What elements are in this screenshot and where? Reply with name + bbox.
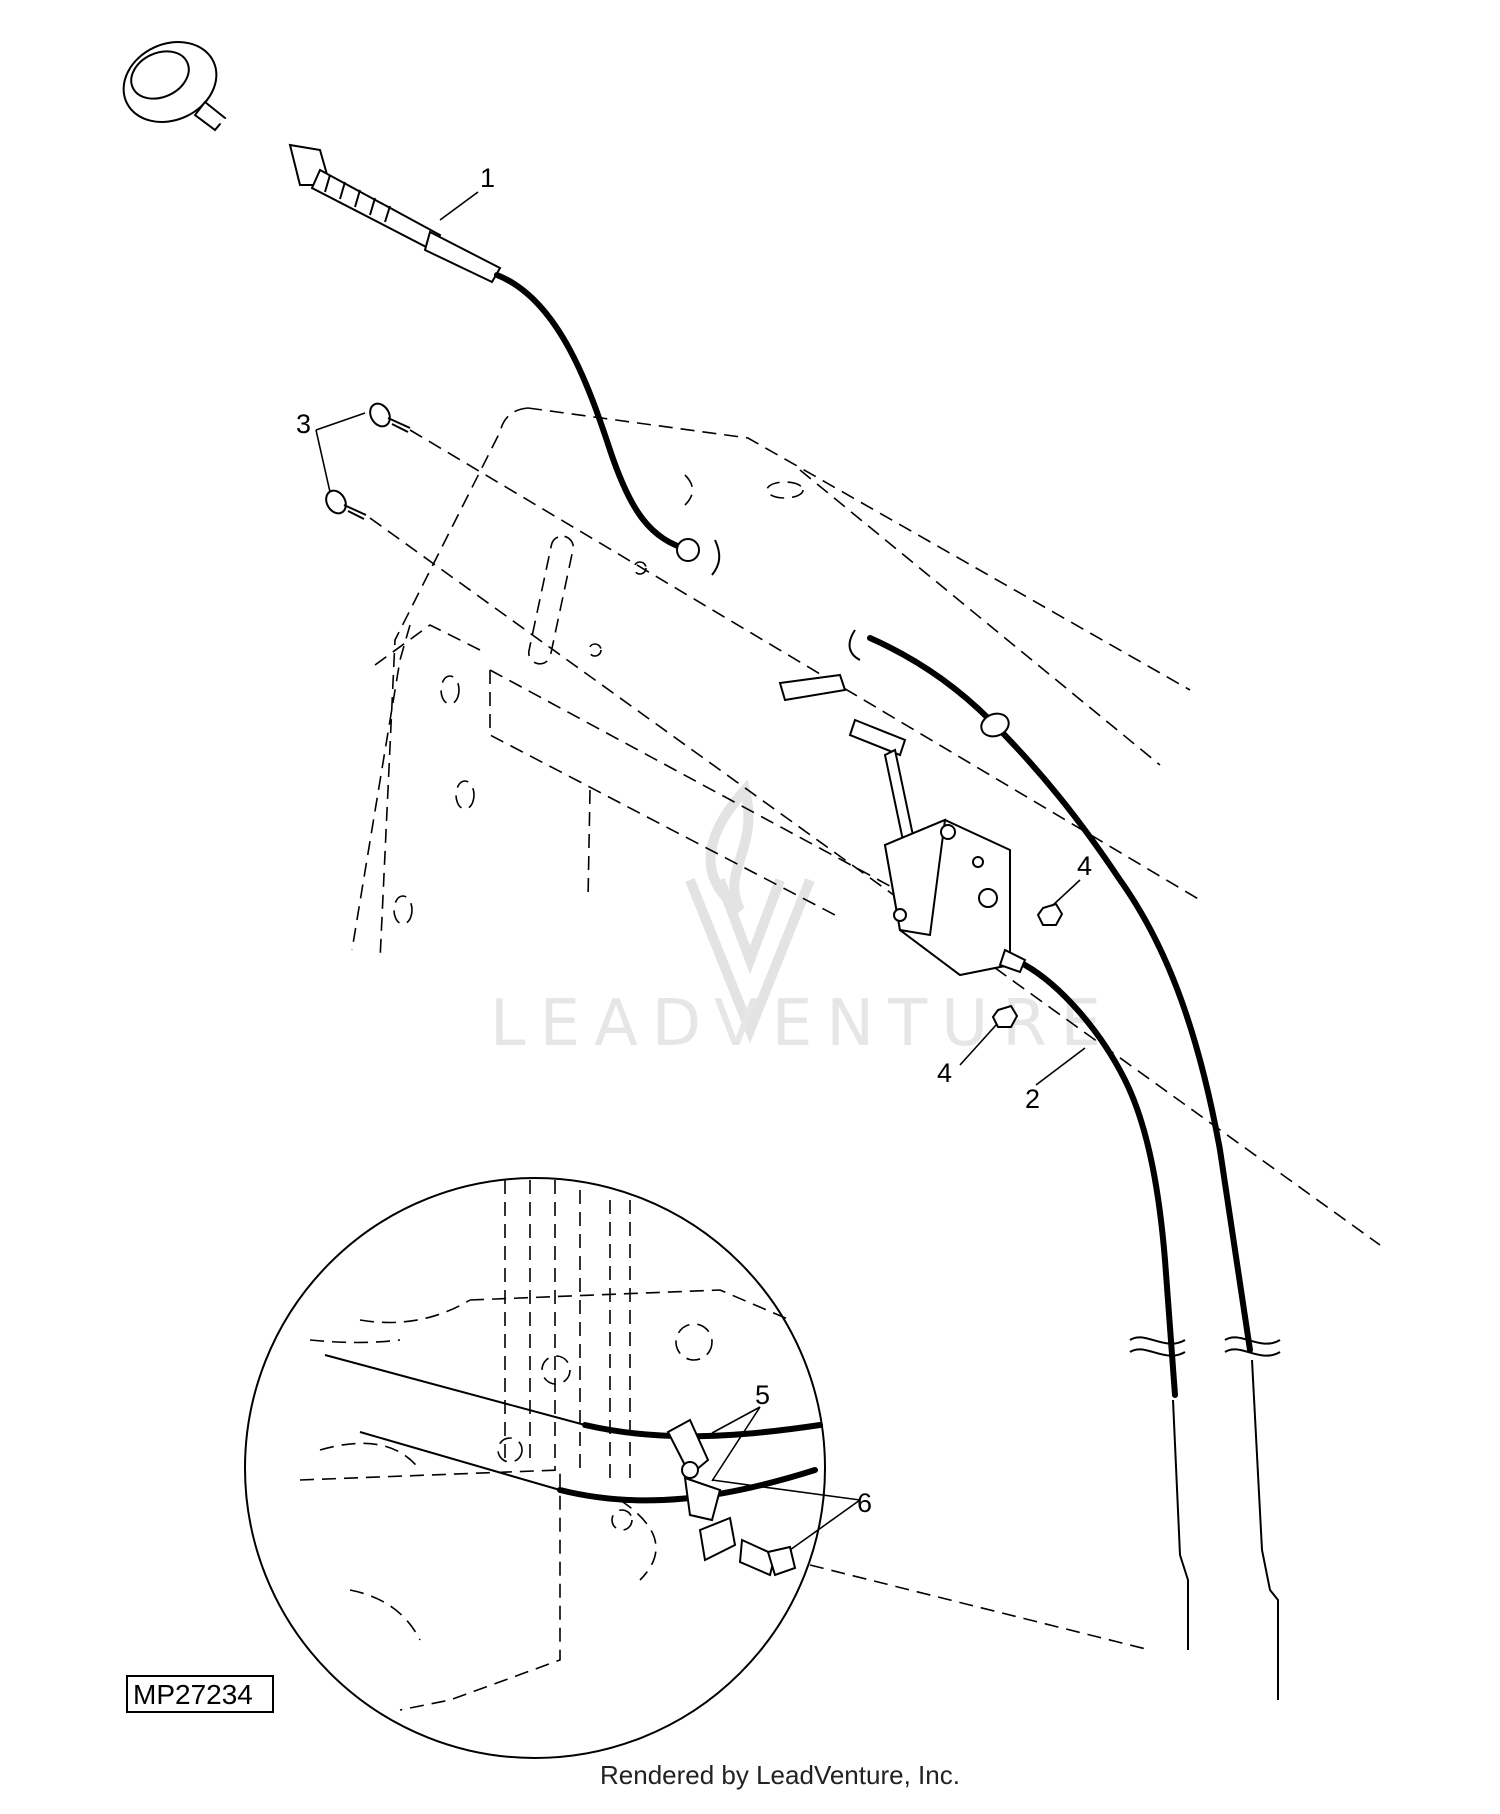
watermark: LEADVENTURE	[490, 779, 1115, 1061]
cable-end-left	[1172, 1399, 1189, 1650]
callout-2: 2	[1025, 1084, 1040, 1114]
screw-lower	[325, 489, 1381, 1246]
figure-id: MP27234	[133, 1679, 253, 1710]
callout-5: 5	[755, 1380, 770, 1410]
figure-id-box: MP27234	[126, 1675, 274, 1713]
nut-lower	[991, 1004, 1019, 1028]
cable-break-symbols	[1129, 1336, 1281, 1357]
detail-projection	[809, 1564, 1151, 1651]
screw-upper	[369, 402, 1201, 901]
footer-credit: Rendered by LeadVenture, Inc.	[600, 1760, 960, 1790]
nut-upper	[1036, 902, 1064, 926]
cable-break-mark	[848, 629, 861, 661]
callout-4-upper: 4	[1077, 851, 1092, 881]
callout-4-lower: 4	[937, 1058, 952, 1088]
callout-1: 1	[480, 163, 495, 193]
cable-end-right	[1251, 1359, 1279, 1700]
throttle-cable-left	[1022, 962, 1178, 1398]
watermark-logo	[685, 779, 815, 1044]
detail-view	[244, 1177, 826, 1759]
cable-bracket	[778, 673, 1027, 977]
throttle-cable-right	[867, 635, 1253, 1353]
throttle-knob-cable	[122, 41, 721, 576]
watermark-text: LEADVENTURE	[490, 987, 1115, 1061]
leader-lines	[315, 191, 1086, 1551]
callout-6: 6	[857, 1488, 872, 1518]
callout-3: 3	[296, 409, 311, 439]
panel-outline	[351, 407, 1191, 961]
